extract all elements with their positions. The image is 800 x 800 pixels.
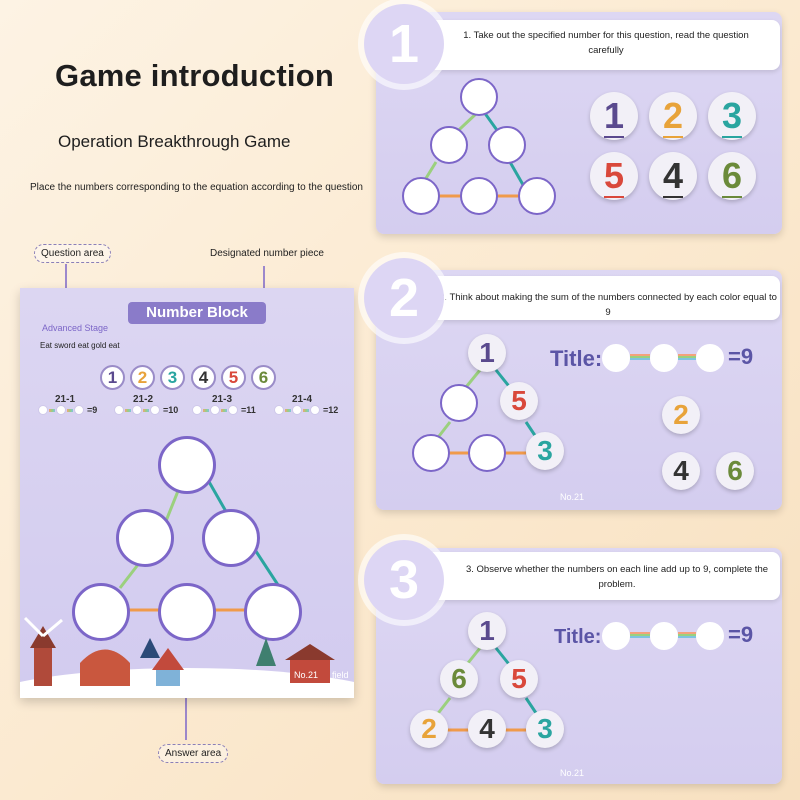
step-3-placed-number: 6 [440, 660, 478, 698]
step-3-placed-number: 3 [526, 710, 564, 748]
step-2-remaining-number: 6 [716, 452, 754, 490]
step-3-eq-connector [630, 632, 650, 638]
intro-description: Place the numbers corresponding to the e… [30, 182, 363, 193]
step-3-footer: No.21 [560, 768, 585, 778]
page-subtitle: Operation Breakthrough Game [58, 132, 291, 151]
equation-label: 21-3 [212, 394, 233, 405]
equation-label: 21-1 [55, 394, 76, 405]
piece-6[interactable]: 6 [251, 365, 276, 390]
step-1-slot [460, 78, 498, 116]
step-2-panel: 2. Think about making the sum of the num… [376, 270, 782, 510]
step-1-number: 1 [590, 92, 638, 140]
card-title: Number Block [128, 302, 266, 324]
step-1-badge: 1 [364, 4, 444, 84]
callout-answer-area: Answer area [158, 744, 229, 763]
step-2-placed-number: 3 [526, 432, 564, 470]
card-footer-number: No.21 [294, 670, 319, 680]
equation-label: 21-4 [292, 394, 313, 405]
answer-slot[interactable] [72, 583, 130, 641]
equation-question: =9 [38, 405, 97, 415]
step-2-slot [468, 434, 506, 472]
step-2-title-label: Title: [550, 346, 603, 371]
piece-3[interactable]: 3 [160, 365, 185, 390]
step-2-footer: No.21 [560, 492, 585, 502]
card-tagline: Eat sword eat gold eat [40, 341, 120, 350]
step-2-eq-slot [650, 344, 678, 372]
step-3-equals: =9 [728, 622, 754, 647]
step-3-panel: 3. Observe whether the numbers on each l… [376, 548, 782, 784]
step-1-header [416, 20, 780, 70]
step-2-eq-slot [602, 344, 630, 372]
equation-question: =10 [114, 405, 178, 415]
step-2-eq-slot [696, 344, 724, 372]
step-2-badge: 2 [364, 258, 444, 338]
step-2-header [416, 276, 780, 320]
card-footer-tag: field [332, 670, 349, 680]
answer-slot[interactable] [244, 583, 302, 641]
step-3-placed-number: 5 [500, 660, 538, 698]
step-1-text: 1. Take out the specified number for thi… [463, 30, 749, 56]
winter-village-illustration [20, 616, 354, 698]
step-1-slot [402, 177, 440, 215]
answer-slot[interactable] [158, 583, 216, 641]
step-3-placed-number: 2 [410, 710, 448, 748]
step-2-eq-connector [630, 354, 650, 360]
step-3-eq-slot [650, 622, 678, 650]
step-3-badge: 3 [364, 540, 444, 620]
step-3-text: 3. Observe whether the numbers on each l… [465, 564, 769, 590]
step-2-slot [440, 384, 478, 422]
step-3-title-label: Title: [554, 626, 602, 648]
step-2-text: 2. Think about making the sum of the num… [439, 292, 777, 318]
step-1-panel: 1. Take out the specified number for thi… [376, 12, 782, 234]
callout-question-area: Question area [34, 244, 111, 263]
step-1-slot [430, 126, 468, 164]
step-1-number: 6 [708, 152, 756, 200]
step-2-remaining-number: 4 [662, 452, 700, 490]
step-1-slot [518, 177, 556, 215]
step-2-placed-number: 1 [468, 334, 506, 372]
step-3-eq-connector [678, 632, 696, 638]
callout-designated-piece: Designated number piece [210, 248, 324, 259]
step-2-slot [412, 434, 450, 472]
step-2-remaining-number: 2 [662, 396, 700, 434]
equation-question: =11 [192, 405, 256, 415]
piece-1[interactable]: 1 [100, 365, 125, 390]
equation-question: =12 [274, 405, 338, 415]
step-1-number: 4 [649, 152, 697, 200]
piece-2[interactable]: 2 [130, 365, 155, 390]
piece-5[interactable]: 5 [221, 365, 246, 390]
step-2-equals: =9 [728, 344, 754, 369]
step-3-placed-number: 4 [468, 710, 506, 748]
step-3-eq-slot [602, 622, 630, 650]
step-2-placed-number: 5 [500, 382, 538, 420]
step-3-header [416, 552, 780, 600]
step-1-number: 2 [649, 92, 697, 140]
step-3-placed-number: 1 [468, 612, 506, 650]
step-1-slot [460, 177, 498, 215]
step-1-slot [488, 126, 526, 164]
step-1-number: 5 [590, 152, 638, 200]
number-block-card: Number Block Advanced Stage Eat sword ea… [20, 288, 354, 698]
answer-slot[interactable] [158, 436, 216, 494]
equation-label: 21-2 [133, 394, 154, 405]
step-2-eq-connector [678, 354, 696, 360]
card-stage: Advanced Stage [42, 323, 109, 333]
answer-slot[interactable] [116, 509, 174, 567]
answer-slot[interactable] [202, 509, 260, 567]
step-3-eq-slot [696, 622, 724, 650]
piece-4[interactable]: 4 [191, 365, 216, 390]
step-1-number: 3 [708, 92, 756, 140]
page-title: Game introduction [55, 58, 334, 93]
